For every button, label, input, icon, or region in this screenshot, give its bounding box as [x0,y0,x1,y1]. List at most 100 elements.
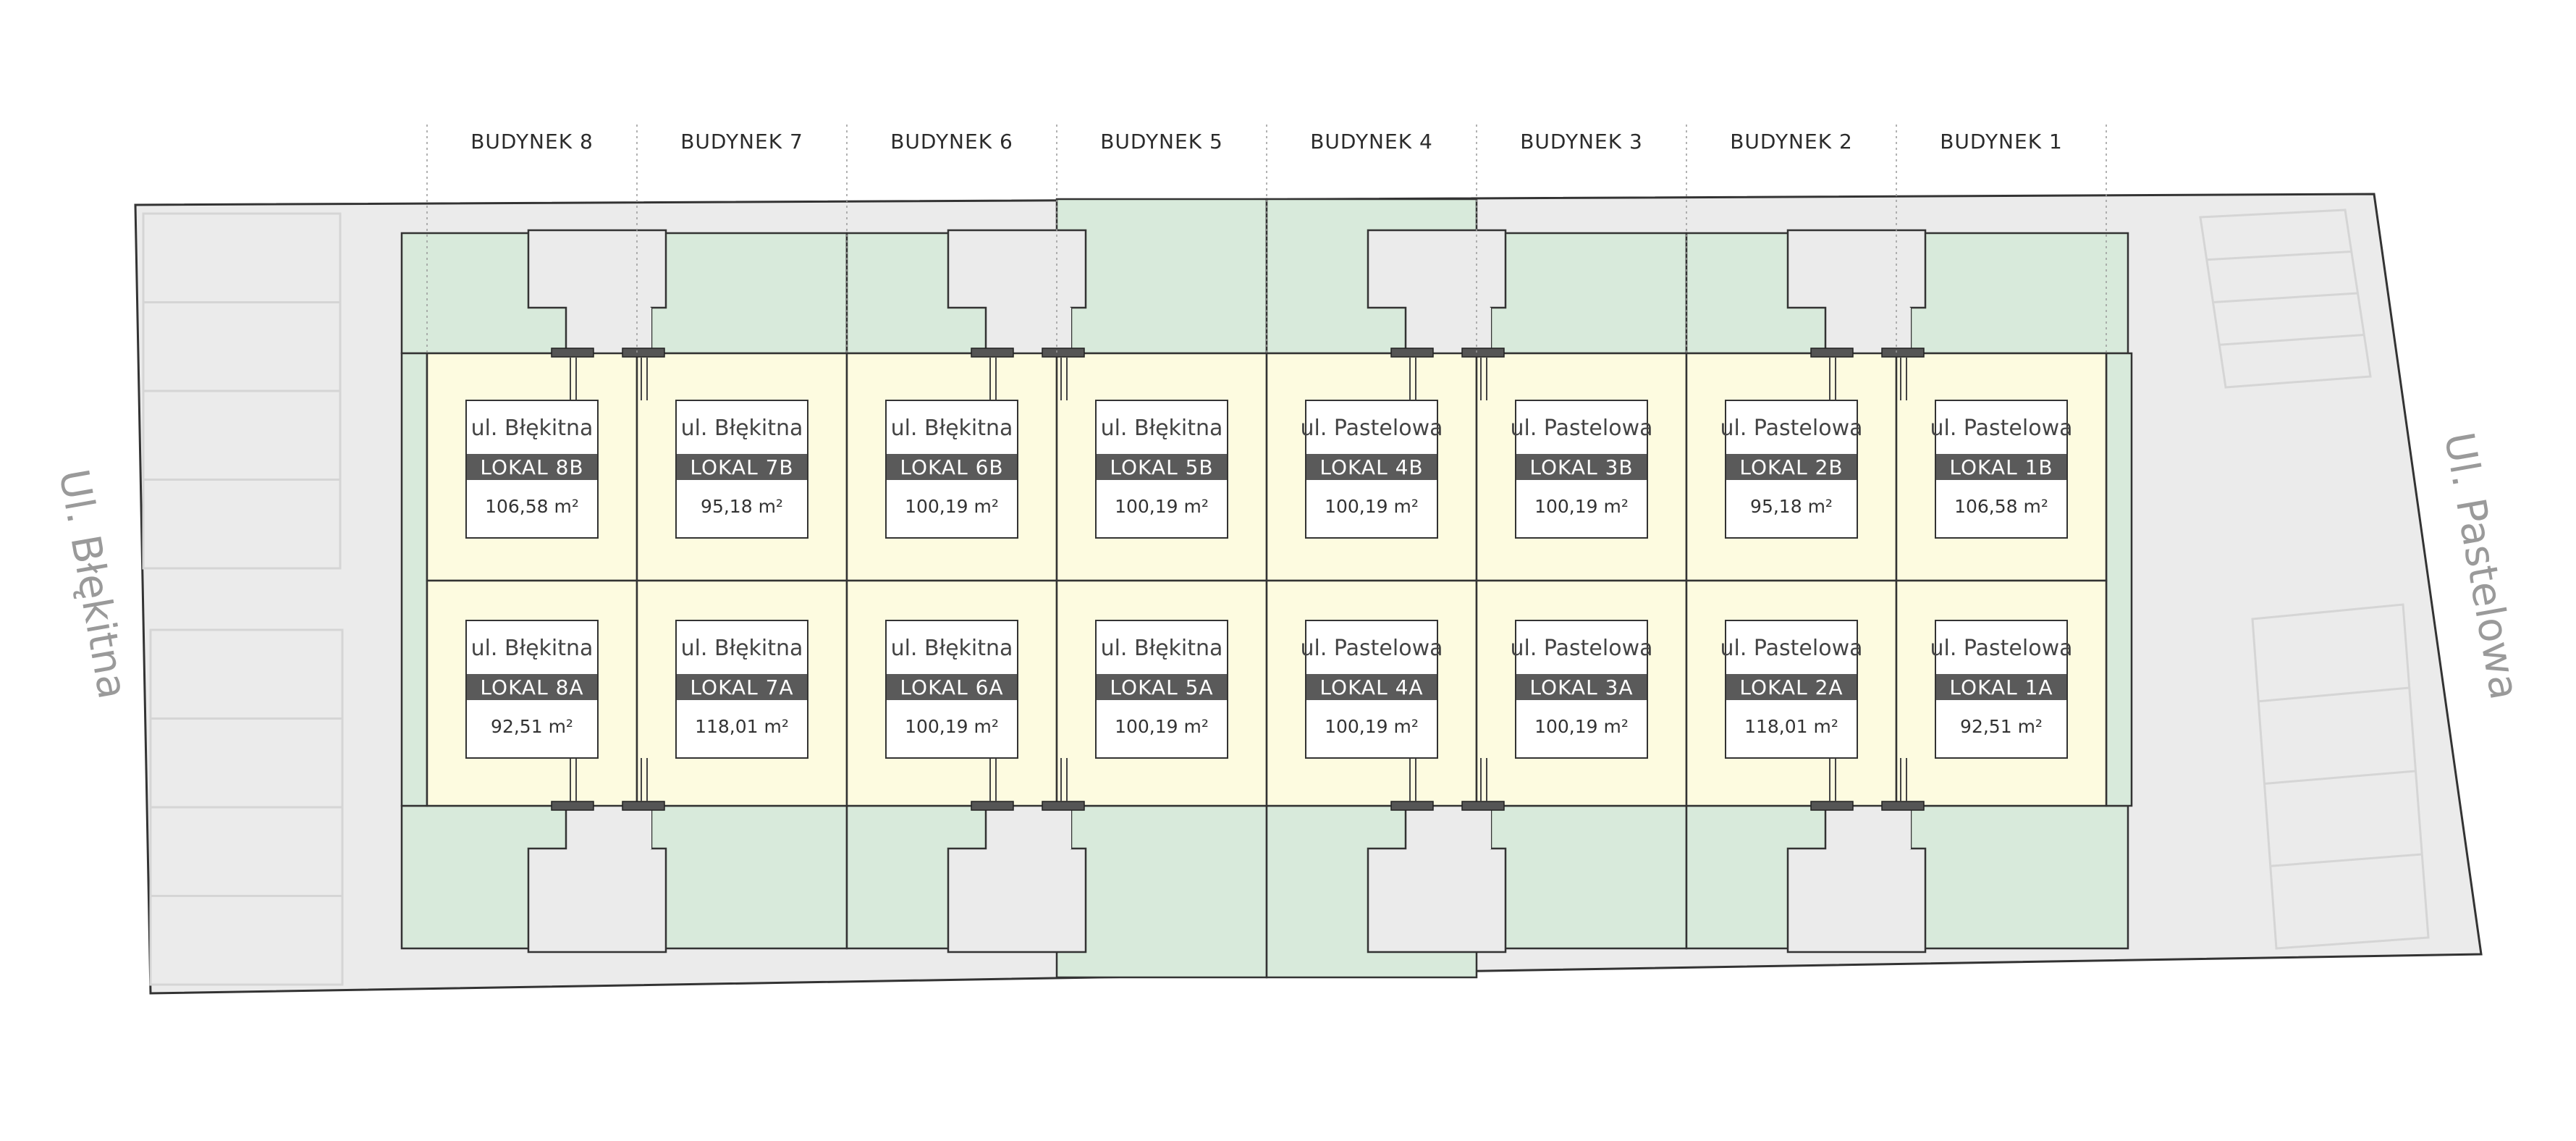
card-lokal: LOKAL 1A [1949,675,2053,699]
building-label: BUDYNEK 5 [1100,130,1223,153]
card-lokal-bar [1097,674,1227,700]
parking-block [2251,603,2430,950]
building-label: BUDYNEK 8 [470,130,594,153]
card-street: ul. Pastelowa [1300,636,1443,661]
doors [551,348,1925,811]
card-street: ul. Błękitna [1101,636,1223,661]
card-lokal-bar [677,674,807,700]
card-street: ul. Błękitna [891,636,1013,661]
card-street: ul. Pastelowa [1930,636,2072,661]
entrance-walk-top [1407,308,1491,353]
card-area: 118,01 m² [1744,716,1838,737]
parking-divider [2258,686,2410,703]
door-bottom [1390,801,1434,811]
card-lokal-bar [887,674,1017,700]
garden-top [1055,198,1268,355]
door-bottom [1810,801,1854,811]
garden-bottom [635,804,848,950]
card-area: 100,19 m² [1325,496,1419,517]
door-bottom [551,801,594,811]
card-street: ul. Błękitna [681,636,803,661]
garden-bottom [1055,804,1268,979]
card-lokal-bar [1726,674,1857,700]
card-lokal-bar [467,454,597,480]
card-lokal: LOKAL 5B [1110,455,1213,479]
parking-divider [2264,770,2416,785]
door-bottom [971,801,1014,811]
card-area: 100,19 m² [905,496,999,517]
door-top [971,348,1014,358]
door-bottom [1881,801,1925,811]
card-lokal-bar [467,674,597,700]
card-lokal-bar [1516,674,1647,700]
card-street: ul. Pastelowa [1510,416,1652,441]
card-street: ul. Pastelowa [1300,416,1443,441]
unit-lower [1265,579,1478,807]
card-lokal: LOKAL 4A [1319,675,1423,699]
card-lokal: LOKAL 7B [690,455,793,479]
card-lokal-bar [1516,454,1647,480]
card-area: 100,19 m² [905,716,999,737]
garden-top [635,232,848,355]
door-bottom [1042,801,1085,811]
card-lokal-bar [1726,454,1857,480]
garden-top [1895,232,2129,355]
building-label: BUDYNEK 1 [1940,130,2063,153]
card-lokal: LOKAL 3A [1529,675,1633,699]
door-top [1810,348,1854,358]
side-garden-right [2105,352,2133,807]
door-top [551,348,594,358]
building-label: BUDYNEK 2 [1730,130,1853,153]
parking-divider [2270,853,2423,867]
entrance-walk-top [1827,308,1911,353]
card-street: ul. Błękitna [471,636,594,661]
card-area: 95,18 m² [1750,496,1833,517]
card-lokal: LOKAL 5A [1110,675,1213,699]
parking-divider [2213,292,2358,303]
entrance-walk-top [987,308,1071,353]
entrance-walk-bottom [567,806,651,849]
card-lokal-bar [1306,454,1437,480]
card-street: ul. Pastelowa [1720,636,1862,661]
card-area: 92,51 m² [491,716,573,737]
card-street: ul. Błękitna [471,416,594,441]
card-area: 92,51 m² [1960,716,2043,737]
card-area: 100,19 m² [1534,496,1629,517]
card-lokal-bar [887,454,1017,480]
card-area: 100,19 m² [1534,716,1629,737]
card-area: 106,58 m² [485,496,579,517]
building-label: BUDYNEK 6 [890,130,1013,153]
building-units [400,352,2133,807]
card-street: ul. Pastelowa [1720,416,1862,441]
card-street: ul. Błękitna [681,416,803,441]
door-top [1042,348,1085,358]
door-top [1881,348,1925,358]
card-lokal-bar [1936,674,2066,700]
card-lokal: LOKAL 6A [900,675,1003,699]
card-lokal: LOKAL 3B [1529,455,1633,479]
street-label-right: Ul. Pastelowa [2435,429,2528,703]
building-label: BUDYNEK 3 [1520,130,1643,153]
garden-bottom [1895,804,2129,950]
parking-divider [2206,250,2352,261]
card-area: 100,19 m² [1325,716,1419,737]
door-bottom [622,801,665,811]
card-lokal: LOKAL 1B [1949,455,2053,479]
card-street: ul. Pastelowa [1930,416,2072,441]
street-label-left: Ul. Błękitna [49,466,136,702]
card-lokal: LOKAL 2A [1739,675,1843,699]
